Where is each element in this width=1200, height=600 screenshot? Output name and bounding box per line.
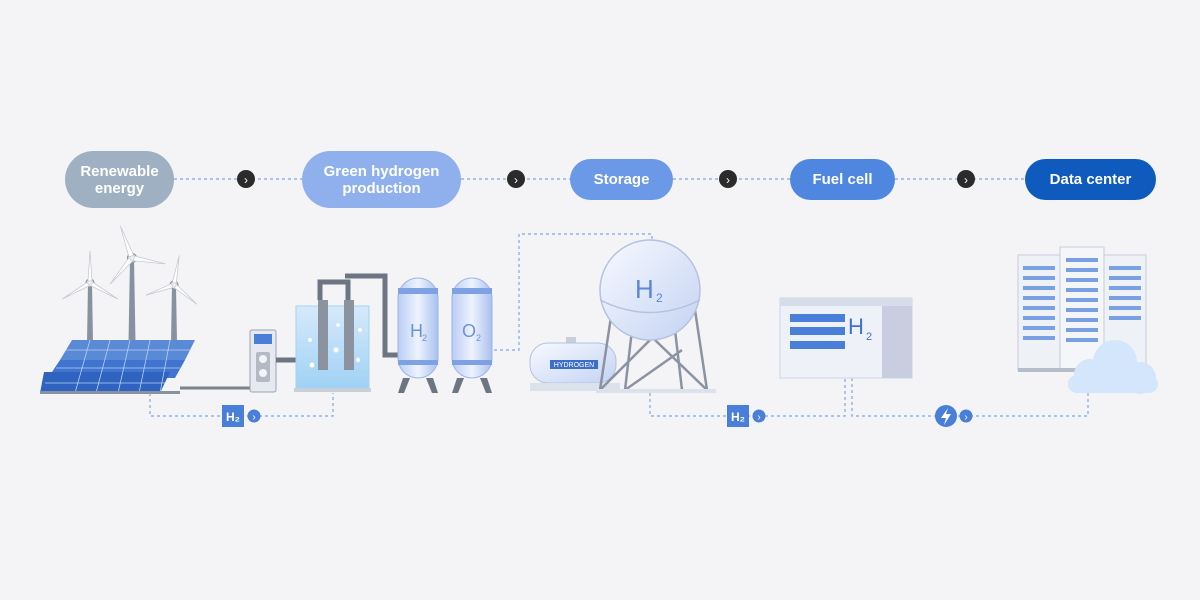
chevron-right-icon: › <box>252 412 255 423</box>
chevron-right-icon: › <box>757 412 760 423</box>
step-storage: Storage <box>570 159 673 200</box>
fuel-cell-h2-subscript: 2 <box>866 331 872 343</box>
step-green-hydrogen-production: Green hydrogen production <box>302 151 461 208</box>
flow-arrow-icon: › <box>514 173 518 187</box>
hydrogen-badge-text: H₂ <box>731 410 745 424</box>
lightning-icon <box>941 408 951 425</box>
gas-tank-icon: H 2 O 2 <box>397 277 493 393</box>
flow-arrow-icon: › <box>244 173 248 187</box>
h2-tank-symbol: H <box>410 321 423 341</box>
trailer-label: HYDROGEN <box>554 362 594 369</box>
electrolyzer-icon <box>249 273 398 393</box>
h2-tank-subscript: 2 <box>422 333 427 343</box>
flow-arrow-dot-1: › <box>237 170 255 188</box>
flow-arrow-icon: › <box>726 173 730 187</box>
fuel-cell-icon: H 2 <box>779 297 913 379</box>
flow-arrow-dot-4: › <box>957 170 975 188</box>
flow-arrow-dot-3: › <box>719 170 737 188</box>
storage-sphere-icon: H 2 <box>596 239 716 393</box>
flow-arrow-icon: › <box>964 173 968 187</box>
o2-tank-symbol: O <box>462 321 476 341</box>
electricity-badge: › <box>935 405 973 427</box>
fuel-cell-h2-symbol: H <box>848 314 864 339</box>
flow-arrow-dots: › › › › <box>237 170 975 188</box>
step-data-center: Data center <box>1025 159 1156 200</box>
step-renewable-energy: Renewable energy <box>65 151 174 208</box>
cloud-icon <box>1068 340 1158 394</box>
sphere-h2-symbol: H <box>635 274 654 304</box>
flow-arrow-dot-2: › <box>507 170 525 188</box>
solar-panel-icon <box>40 339 195 394</box>
wind-turbine-icon <box>62 225 198 343</box>
hydrogen-badge-2: H₂ › <box>727 405 766 427</box>
hydrogen-badge-1: H₂ › <box>222 405 261 427</box>
hydrogen-trailer-icon: HYDROGEN <box>529 337 620 391</box>
sphere-h2-subscript: 2 <box>656 291 663 305</box>
step-fuel-cell: Fuel cell <box>790 159 895 200</box>
hydrogen-badge-text: H₂ <box>226 410 240 424</box>
o2-tank-subscript: 2 <box>476 333 481 343</box>
chevron-right-icon: › <box>964 412 967 423</box>
